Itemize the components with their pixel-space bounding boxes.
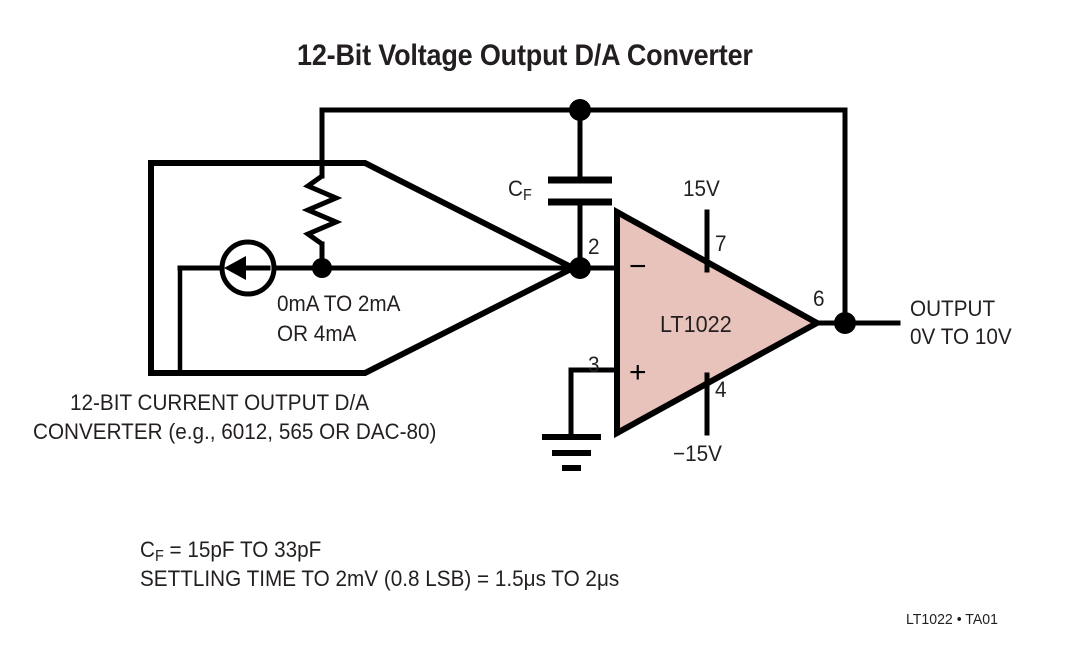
note-line-1: CF = 15pF TO 33pF	[140, 537, 321, 567]
dac-caption-line2: CONVERTER (e.g., 6012, 565 OR DAC-80)	[33, 419, 437, 444]
cap-label-main: C	[508, 176, 523, 201]
figure-reference: LT1022 • TA01	[906, 611, 998, 628]
dac-internal-node-dot	[312, 258, 332, 278]
page-title: 12-Bit Voltage Output D/A Converter	[297, 39, 753, 72]
dac-current-range-line2: OR 4mA	[277, 321, 357, 346]
dac-caption-line1: 12-BIT CURRENT OUTPUT D/A	[70, 390, 370, 415]
supply-negative-label: −15V	[673, 441, 722, 466]
dac-current-range-line1: 0mA TO 2mA	[277, 291, 401, 316]
opamp-part-label: LT1022	[660, 311, 732, 337]
output-label-line1: OUTPUT	[910, 296, 996, 321]
note-cf-rest: = 15pF TO 33pF	[163, 537, 322, 562]
feedback-wire-right	[577, 107, 848, 326]
inverting-input-sign: −	[629, 250, 647, 283]
output-label-line2: 0V TO 10V	[910, 324, 1012, 349]
pin-label-6: 6	[813, 286, 825, 311]
cap-label: CF	[508, 176, 532, 206]
note-cf-main: C	[140, 537, 155, 562]
resistor-symbol	[301, 173, 343, 247]
feedback-wire-top	[319, 107, 583, 166]
noninverting-input-wire	[568, 367, 620, 438]
pin-label-4: 4	[715, 377, 727, 402]
pin-label-7: 7	[715, 231, 727, 256]
current-direction-arrow-icon	[224, 256, 271, 280]
supply-positive-label: 15V	[683, 176, 720, 201]
pin-label-2: 2	[588, 234, 600, 259]
note-line-2: SETTLING TIME TO 2mV (0.8 LSB) = 1.5μs T…	[140, 566, 620, 591]
note-cf-sub: F	[154, 548, 164, 566]
noninverting-input-sign: +	[629, 356, 647, 389]
pin-label-3: 3	[588, 352, 600, 377]
cap-label-sub: F	[522, 187, 532, 205]
